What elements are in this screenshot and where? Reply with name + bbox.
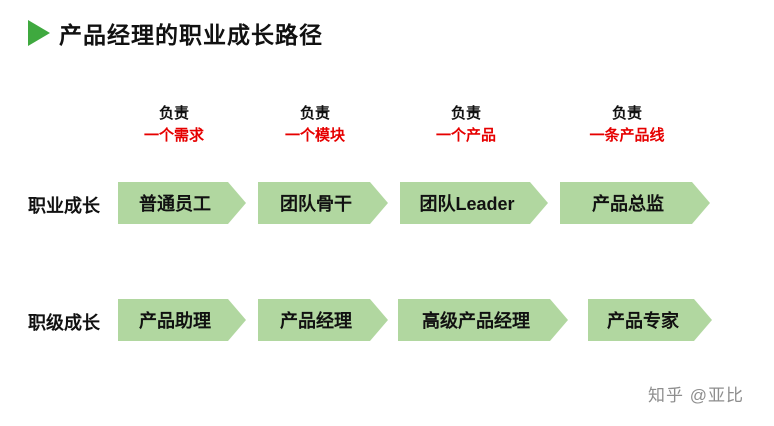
career-stage-text: 普通员工 <box>139 194 211 214</box>
title-block: 产品经理的职业成长路径 <box>28 16 323 50</box>
duty-label-scope: 一个产品 <box>435 127 496 144</box>
duty-label-2: 负责 一个模块 <box>258 103 388 147</box>
duty-label-3: 负责 一个产品 <box>400 103 548 147</box>
rank-stage-arrow-2: 产品经理 <box>258 299 388 341</box>
duty-label-4: 负责 一条产品线 <box>560 103 710 147</box>
triangle-bullet-icon <box>28 20 50 46</box>
duty-label-scope: 一条产品线 <box>589 127 665 144</box>
watermark: 知乎 @亚比 <box>648 386 744 405</box>
career-row-label: 职业成长 <box>28 196 100 216</box>
duty-label-scope: 一个模块 <box>284 127 345 144</box>
career-stage-text: 团队Leader <box>419 194 515 214</box>
rank-stage-text: 高级产品经理 <box>422 311 530 331</box>
career-stage-arrow-4: 产品总监 <box>560 182 710 224</box>
duty-label-1: 负责 一个需求 <box>118 103 246 147</box>
rank-stage-text: 产品专家 <box>607 311 679 331</box>
rank-row-label: 职级成长 <box>28 313 100 333</box>
career-stage-arrow-1: 普通员工 <box>118 182 246 224</box>
duty-label-top: 负责 <box>299 105 330 122</box>
duty-label-scope: 一个需求 <box>143 127 204 144</box>
rank-stage-arrow-3: 高级产品经理 <box>398 299 568 341</box>
rank-stage-text: 产品经理 <box>280 311 352 331</box>
rank-stage-arrow-4: 产品专家 <box>588 299 712 341</box>
duty-label-top: 负责 <box>611 105 642 122</box>
page-title: 产品经理的职业成长路径 <box>59 22 323 48</box>
rank-stage-arrow-1: 产品助理 <box>118 299 246 341</box>
career-stage-text: 团队骨干 <box>280 194 352 214</box>
rank-stage-text: 产品助理 <box>139 311 211 331</box>
career-stage-arrow-2: 团队骨干 <box>258 182 388 224</box>
duty-label-top: 负责 <box>450 105 481 122</box>
career-stage-arrow-3: 团队Leader <box>400 182 548 224</box>
duty-label-top: 负责 <box>158 105 189 122</box>
career-stage-text: 产品总监 <box>592 194 664 214</box>
